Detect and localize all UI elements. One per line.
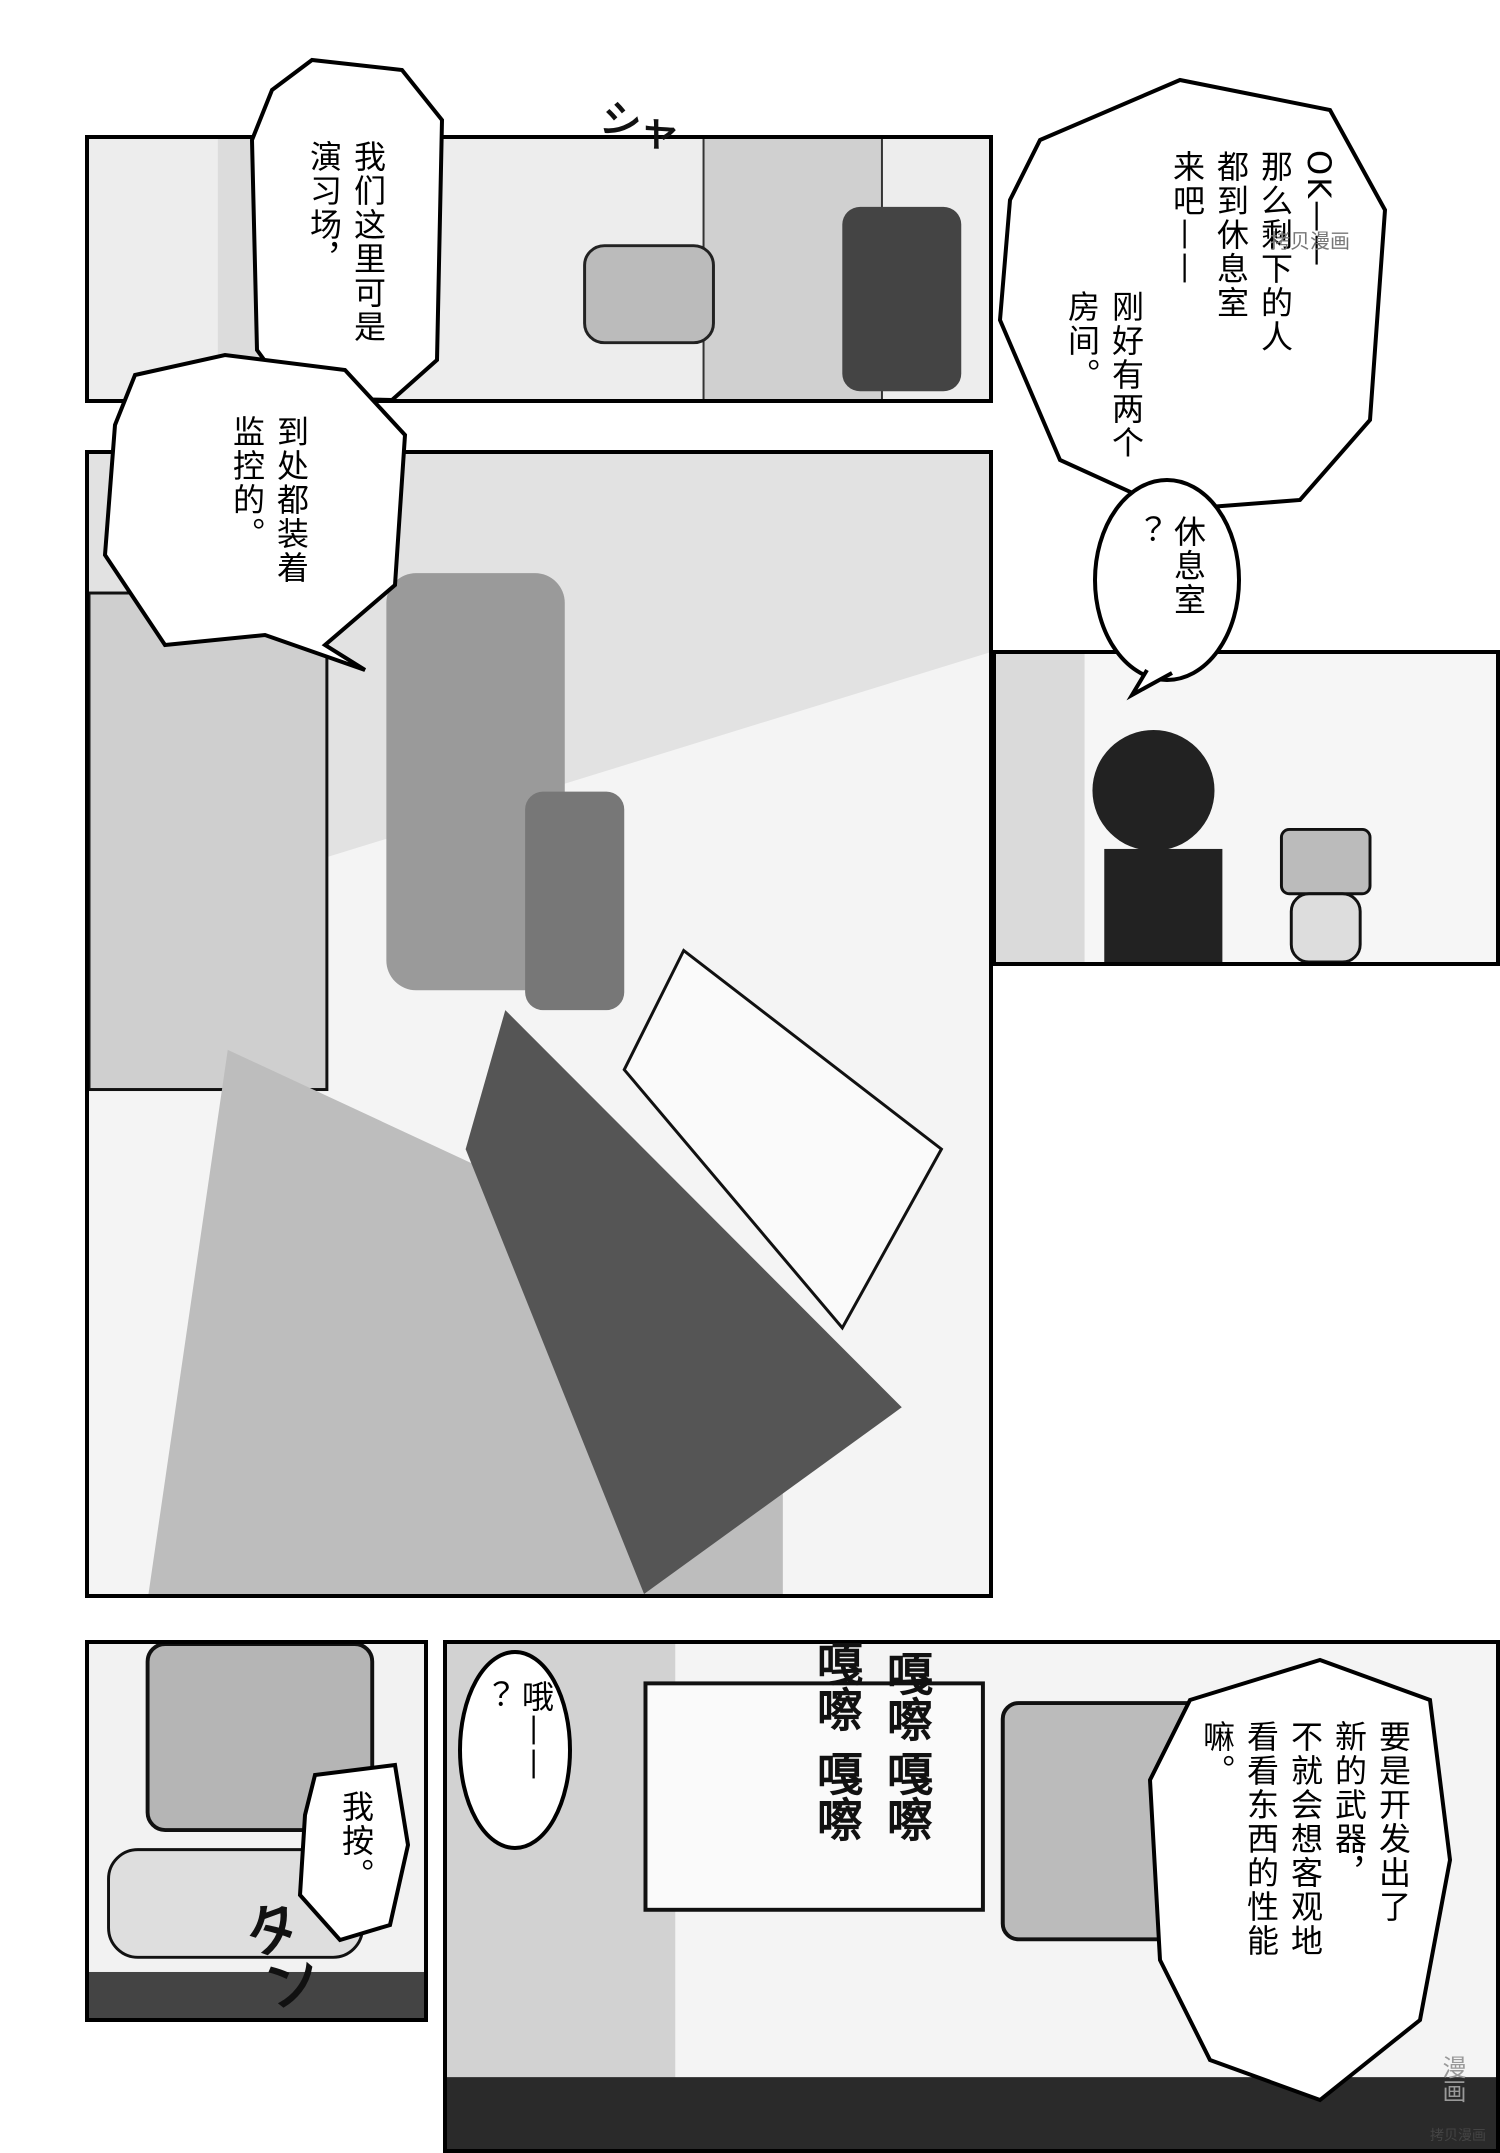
panel-robot-cheer bbox=[992, 650, 1500, 966]
robot-cheer-art bbox=[996, 654, 1496, 962]
control-room-art bbox=[89, 454, 989, 1594]
balloon-2-text: 到处都装着 监控的。 bbox=[228, 415, 310, 585]
speech-balloon-8: 要是开发出了 新的武器， 不就会想客观地 看看东西的性能 嘛。 bbox=[1147, 1657, 1453, 2103]
sfx-gacha-4: 嘎嚓 bbox=[880, 1750, 934, 1842]
balloon-7-text: 我按。 bbox=[337, 1790, 375, 1892]
balloon-4-text: 刚好有两个 房间。 bbox=[1063, 290, 1145, 460]
panel-monitor-scene bbox=[443, 1640, 1500, 2153]
watermark-top: 拷贝漫画 bbox=[1270, 229, 1350, 253]
sfx-gacha-1: 嘎嚓 bbox=[810, 1640, 864, 1732]
sfx-gacha-3: 嘎嚓 bbox=[810, 1750, 864, 1842]
balloon-1-text: 我们这里可是 演习场， bbox=[305, 140, 387, 344]
watermark-logo: 漫画 bbox=[1438, 2055, 1466, 2103]
watermark-bottom: 拷贝漫画 bbox=[1430, 2128, 1486, 2144]
panel-control-room bbox=[85, 450, 993, 1598]
speech-balloon-6: 哦—— ？ bbox=[455, 1650, 575, 1860]
balloon-5-text: 休息室 ？ bbox=[1125, 515, 1207, 617]
speech-balloon-7: 我按。 bbox=[297, 1762, 411, 1943]
balloon-3-text: OK—— 那么剩下的人 都到休息室 来吧—— bbox=[1168, 150, 1338, 354]
speech-balloon-5: 休息室 ？ bbox=[1092, 475, 1242, 701]
balloon-8-text: 要是开发出了 新的武器， 不就会想客观地 看看东西的性能 嘛。 bbox=[1198, 1720, 1412, 1958]
balloon-6-text: 哦—— ？ bbox=[473, 1680, 555, 1782]
speech-balloon-3: OK—— 那么剩下的人 都到休息室 来吧—— 刚好有两个 房间。 bbox=[997, 77, 1390, 513]
speech-balloon-2: 到处都装着 监控的。 bbox=[102, 352, 410, 672]
sfx-gacha-2: 嘎嚓 bbox=[880, 1650, 934, 1742]
speech-balloon-1: 我们这里可是 演习场， bbox=[249, 57, 447, 405]
